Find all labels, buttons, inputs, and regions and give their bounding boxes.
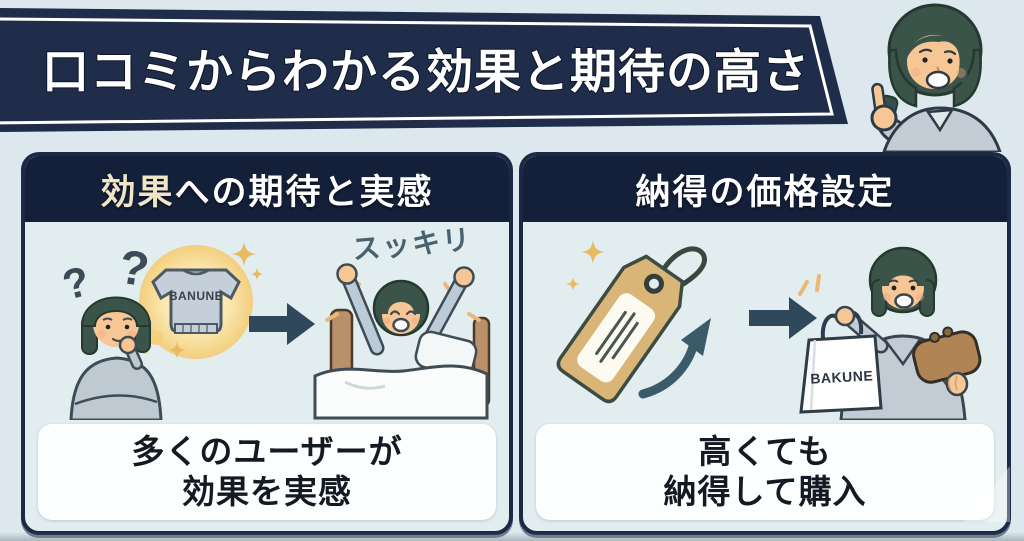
header-rest-text: への期待と実感: [174, 172, 434, 212]
banner-inner-border: [0, 17, 834, 125]
header-text: 納得の価格設定: [635, 172, 895, 212]
expectation-scene: BANUNE ? ?: [58, 224, 491, 420]
blanket-icon: [313, 364, 489, 420]
sparkle-icons: [566, 240, 605, 291]
caption-right: 高くても 納得して購入: [536, 424, 994, 520]
thinking-woman-icon: [69, 296, 163, 420]
arrow-right-icon: [749, 297, 817, 339]
title-banner: 口コミからわかる効果と期待の高さ: [0, 8, 848, 132]
wake-label: スッキリ: [351, 224, 473, 265]
waking-woman-icon: スッキリ: [313, 224, 491, 420]
curved-arrow-icon: [638, 318, 711, 399]
shopping-bag-icon: BAKUNE: [799, 310, 883, 414]
page-title: 口コミからわかる効果と期待の高さ: [42, 45, 810, 98]
sweatshirt-icon: BANUNE: [151, 268, 241, 334]
arrow-right-icon: [249, 303, 315, 345]
sparkle-dashes: [798, 274, 821, 296]
price-scene: BAKUNE: [556, 240, 982, 420]
shopper-woman-icon: BAKUNE: [798, 246, 982, 420]
header-accent-text: 効果: [100, 172, 175, 212]
panel-expectation: 効果への期待と実感 BANUNE: [21, 152, 513, 535]
panel-expectation-header: 効果への期待と実感: [25, 156, 509, 222]
caption-line: 多くのユーザーが: [131, 432, 403, 470]
caption-line: 高くても: [698, 432, 832, 470]
banner-shape: [0, 8, 848, 132]
sparkle-icons: [168, 242, 264, 359]
bottom-fade: [0, 532, 1024, 541]
caption-left: 多くのユーザーが 効果を実感: [38, 424, 496, 520]
pointing-woman-icon: [870, 3, 1002, 152]
panel-price-header: 納得の価格設定: [523, 156, 1007, 222]
question-mark-icon: ?: [58, 257, 94, 309]
caption-line: 効果を実感: [182, 473, 352, 510]
sweatshirt-label: BANUNE: [169, 289, 223, 303]
bag-label: BAKUNE: [810, 367, 874, 386]
wallet-icon: [912, 326, 982, 384]
caption-line: 納得して購入: [663, 473, 867, 510]
price-tag-icon: [556, 246, 707, 404]
panel-price: 納得の価格設定: [519, 152, 1011, 535]
